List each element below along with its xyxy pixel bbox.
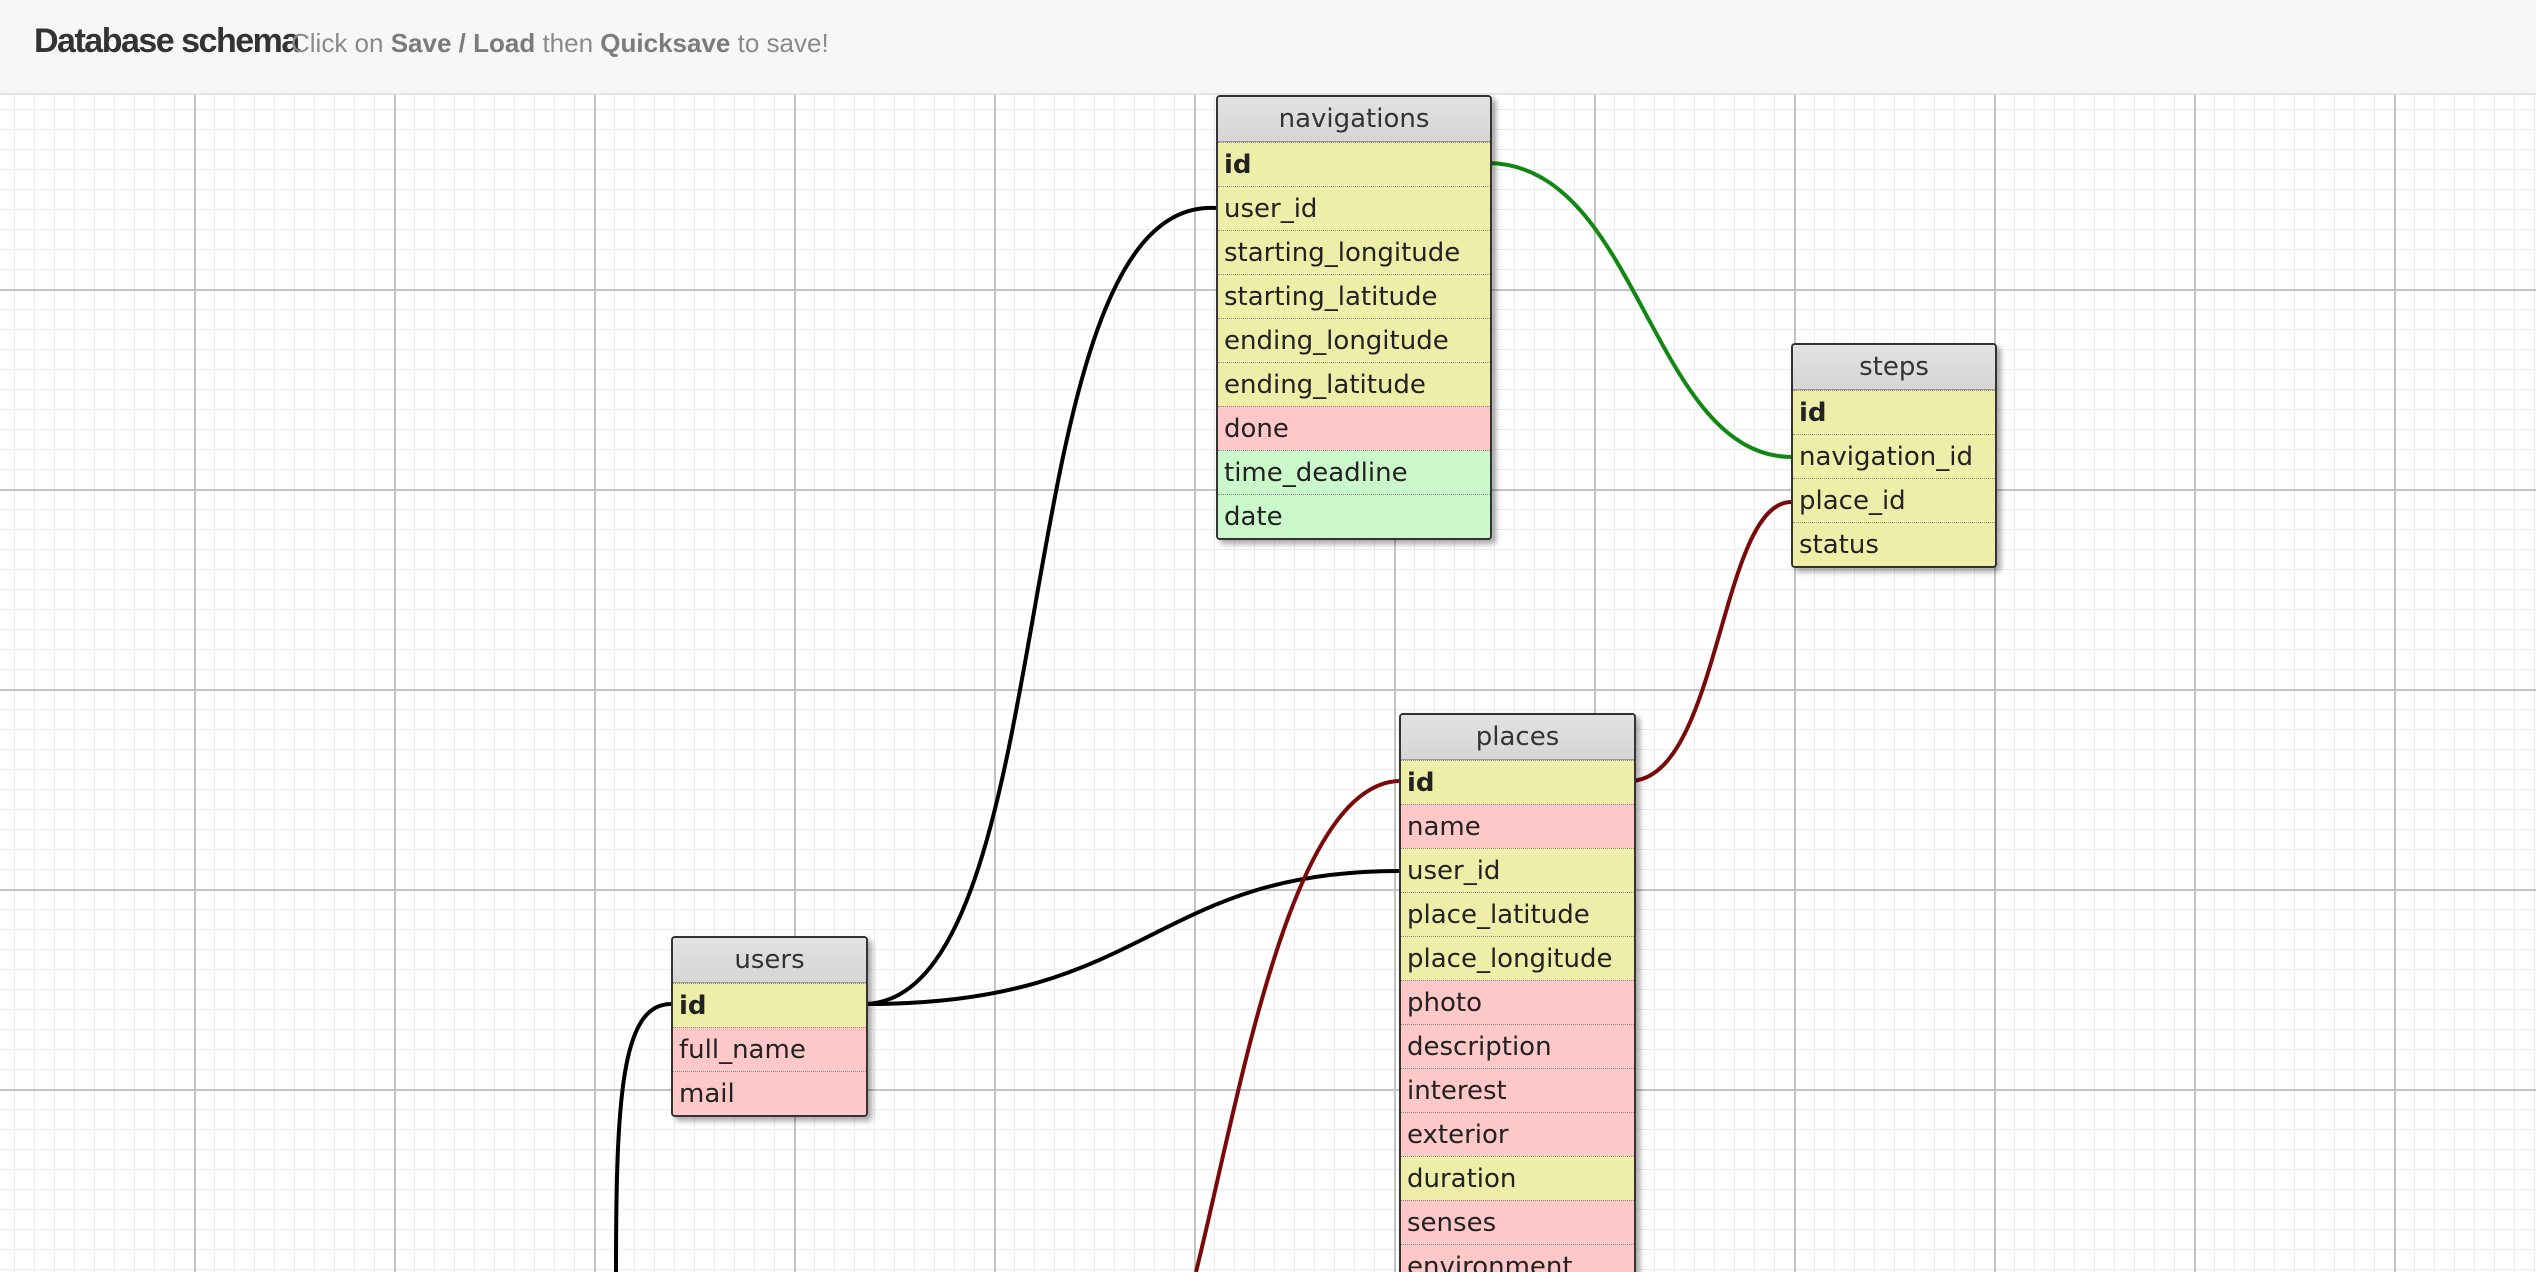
field-ending-latitude[interactable]: ending_latitude xyxy=(1218,362,1490,406)
field-id[interactable]: id xyxy=(1793,390,1995,434)
field-photo[interactable]: photo xyxy=(1401,980,1634,1024)
page-title: Database schema xyxy=(34,22,300,60)
table-navigations[interactable]: navigations id user_id starting_longitud… xyxy=(1216,95,1492,540)
schema-canvas[interactable]: navigations id user_id starting_longitud… xyxy=(0,95,2536,1272)
save-hint: Click on Save / Load then Quicksave to s… xyxy=(291,28,829,59)
field-status[interactable]: status xyxy=(1793,522,1995,566)
field-id[interactable]: id xyxy=(673,983,866,1027)
field-id[interactable]: id xyxy=(1401,760,1634,804)
table-header-navigations[interactable]: navigations xyxy=(1218,97,1490,142)
table-users[interactable]: users id full_name mail xyxy=(671,936,868,1117)
table-header-places[interactable]: places xyxy=(1401,715,1634,760)
field-senses[interactable]: senses xyxy=(1401,1200,1634,1244)
relation-users-id-continuation xyxy=(614,1002,672,1272)
field-starting-longitude[interactable]: starting_longitude xyxy=(1218,230,1490,274)
field-starting-latitude[interactable]: starting_latitude xyxy=(1218,274,1490,318)
field-place-latitude[interactable]: place_latitude xyxy=(1401,892,1634,936)
field-date[interactable]: date xyxy=(1218,494,1490,538)
relation-steps-navigation-id-to-navigations-id xyxy=(1487,161,1792,459)
field-time-deadline[interactable]: time_deadline xyxy=(1218,450,1490,494)
table-header-users[interactable]: users xyxy=(673,938,866,983)
hint-save-load: Save / Load xyxy=(390,28,536,58)
table-header-steps[interactable]: steps xyxy=(1793,345,1995,390)
table-steps[interactable]: steps id navigation_id place_id status xyxy=(1791,343,1997,568)
hint-prefix: Click on xyxy=(291,28,384,58)
relation-places-id-continuation xyxy=(1194,779,1400,1272)
field-place-longitude[interactable]: place_longitude xyxy=(1401,936,1634,980)
relation-steps-place-id-to-places-id xyxy=(1631,500,1792,783)
app-header: Database schema Click on Save / Load the… xyxy=(0,0,2536,95)
field-done[interactable]: done xyxy=(1218,406,1490,450)
field-ending-longitude[interactable]: ending_longitude xyxy=(1218,318,1490,362)
field-user-id[interactable]: user_id xyxy=(1218,186,1490,230)
field-environment[interactable]: environment xyxy=(1401,1244,1634,1272)
field-name[interactable]: name xyxy=(1401,804,1634,848)
field-duration[interactable]: duration xyxy=(1401,1156,1634,1200)
field-id[interactable]: id xyxy=(1218,142,1490,186)
relation-navigations-user-id-to-users-id xyxy=(865,205,1217,1006)
field-navigation-id[interactable]: navigation_id xyxy=(1793,434,1995,478)
field-place-id[interactable]: place_id xyxy=(1793,478,1995,522)
table-places[interactable]: places id name user_id place_latitude pl… xyxy=(1399,713,1636,1272)
field-mail[interactable]: mail xyxy=(673,1071,866,1115)
field-full-name[interactable]: full_name xyxy=(673,1027,866,1071)
field-user-id[interactable]: user_id xyxy=(1401,848,1634,892)
field-description[interactable]: description xyxy=(1401,1024,1634,1068)
hint-suffix: to save! xyxy=(737,28,829,58)
relation-places-user-id-to-users-id xyxy=(865,869,1400,1007)
field-exterior[interactable]: exterior xyxy=(1401,1112,1634,1156)
hint-then: then xyxy=(542,28,594,58)
field-interest[interactable]: interest xyxy=(1401,1068,1634,1112)
hint-quicksave: Quicksave xyxy=(600,28,731,58)
